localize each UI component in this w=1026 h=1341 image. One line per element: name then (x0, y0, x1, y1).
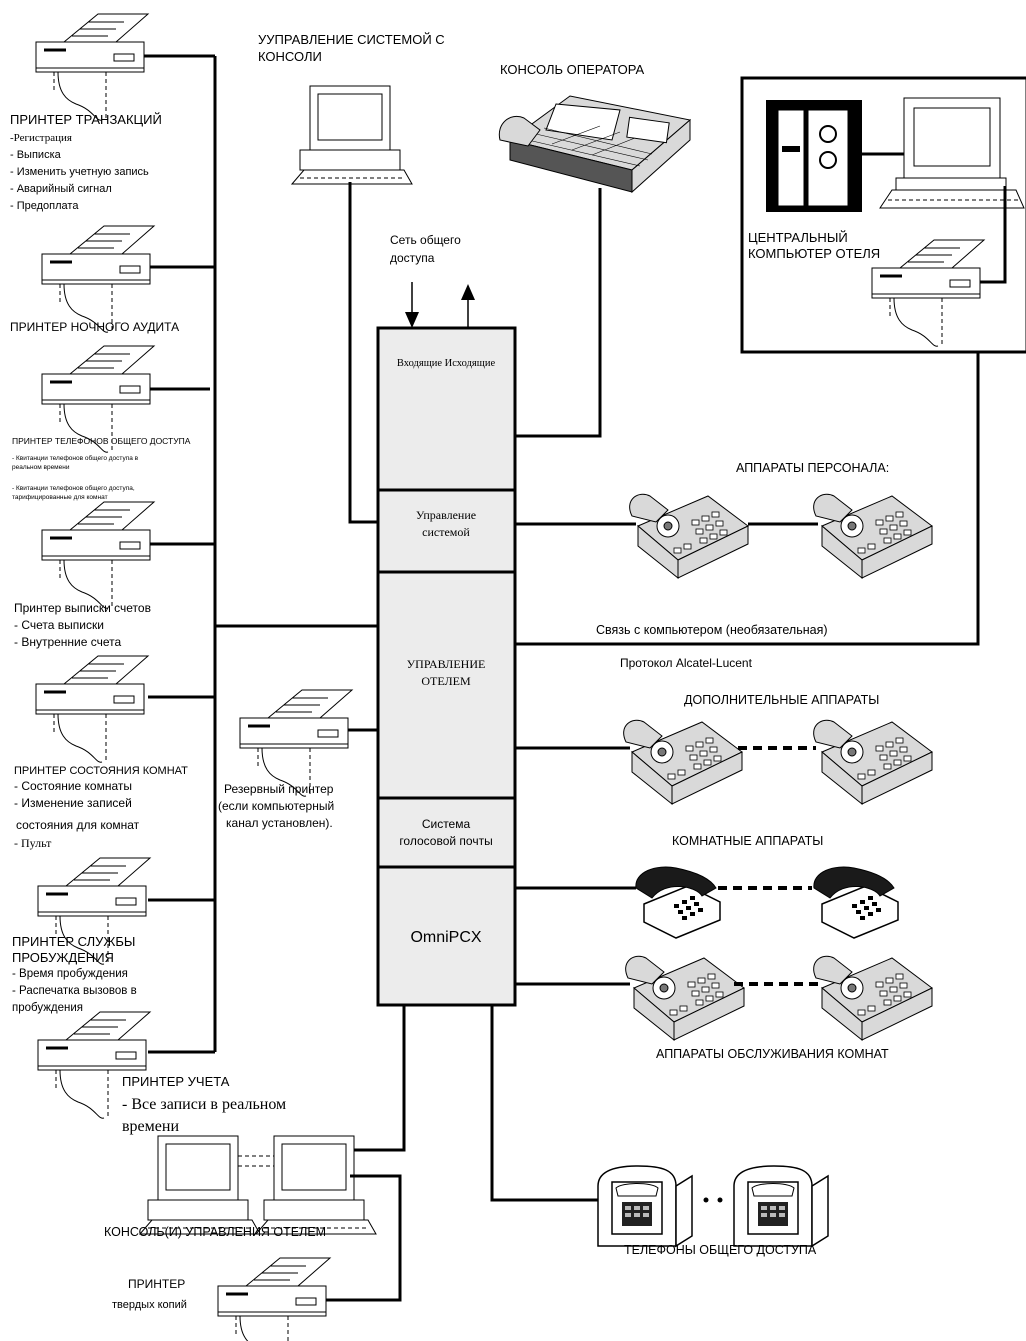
central-computer-pc-icon (879, 97, 1025, 209)
svg-text:канал установлен).: канал установлен). (226, 816, 333, 830)
operator-console-title: КОНСОЛЬ ОПЕРАТОРА (500, 62, 645, 77)
svg-text:тарифицированные для комнат: тарифицированные для комнат (12, 494, 108, 501)
staff-phone-icon-2 (813, 493, 933, 579)
computer-link-label: Связь с компьютером (необязательная) (596, 623, 828, 637)
hotel-consoles-title: КОНСОЛЬ(И) УПРАВЛЕНИЯ ОТЕЛЕМ (104, 1225, 326, 1239)
pbx-hotel-management: УПРАВЛЕНИЕ (407, 657, 486, 671)
svg-text:-Регистрация: -Регистрация (10, 132, 72, 144)
svg-text:- Аварийный сигнал: - Аварийный сигнал (10, 183, 112, 195)
room-service-phone-icon-2 (813, 955, 933, 1041)
room-service-phones-title: АППАРАТЫ ОБСЛУЖИВАНИЯ КОМНАТ (656, 1047, 889, 1061)
extra-phone-icon-1 (623, 719, 743, 805)
billing-printer-title: Принтер выписки счетов (14, 601, 151, 615)
extra-phones-title: ДОПОЛНИТЕЛЬНЫЕ АППАРАТЫ (684, 693, 879, 707)
room-phones-title: КОМНАТНЫЕ АППАРАТЫ (672, 834, 823, 848)
incoming-arrow-icon (405, 282, 419, 328)
room-status-printer-icon (34, 654, 150, 764)
transactions-printer-icon (34, 12, 150, 122)
svg-text:твердых копий: твердых копий (112, 1299, 187, 1311)
staff-phones-title: АППАРАТЫ ПЕРСОНАЛА: (736, 461, 889, 475)
accounting-printer-title: ПРИНТЕР УЧЕТА (122, 1074, 230, 1089)
svg-text:(если компьютерный: (если компьютерный (218, 799, 334, 813)
public-network-label: Сеть общего (390, 233, 461, 247)
svg-text:- Пульт: - Пульт (14, 836, 52, 850)
public-phone-booth-icon-2 (733, 1165, 829, 1247)
public-phone-printer-title: ПРИНТЕР ТЕЛЕФОНОВ ОБЩЕГО ДОСТУПА (12, 436, 191, 446)
public-phone-booth-icon-1 (597, 1165, 693, 1247)
svg-text:пробуждения: пробуждения (12, 1002, 83, 1014)
svg-text:состояния для комнат: состояния для комнат (16, 818, 140, 832)
backup-printer-label: Резервный принтер (224, 782, 334, 796)
svg-text:реальном времени: реальном времени (12, 464, 70, 471)
operator-console-icon (498, 95, 692, 194)
svg-text:- Состояние комнаты: - Состояние комнаты (14, 779, 132, 793)
svg-text:ОТЕЛЕМ: ОТЕЛЕМ (421, 674, 471, 688)
svg-text:КОНСОЛИ: КОНСОЛИ (258, 49, 322, 64)
night-audit-printer-icon (40, 224, 156, 334)
extra-phone-icon-2 (813, 719, 933, 805)
svg-text:доступа: доступа (390, 251, 435, 265)
room-service-phone-icon-1 (625, 955, 745, 1041)
room-phone-icon-2 (813, 866, 899, 939)
control-console-title: УУПРАВЛЕНИЕ СИСТЕМОЙ С (258, 32, 445, 47)
hardcopy-printer-icon (216, 1256, 332, 1341)
pbx-incoming-outgoing: Входящие Исходящие (397, 358, 496, 369)
svg-text:- Квитанции телефонов общего д: - Квитанции телефонов общего доступа, (12, 484, 135, 492)
svg-text:- Время пробуждения: - Время пробуждения (12, 968, 128, 980)
room-phone-icon-1 (635, 866, 721, 939)
wakeup-printer-title: ПРИНТЕР СЛУЖБЫ (12, 934, 135, 949)
svg-text:- Изменение записей: - Изменение записей (14, 796, 132, 810)
pbx-cabinet (376, 326, 517, 1007)
svg-text:- Выписка: - Выписка (10, 149, 62, 161)
svg-text:голосовой почты: голосовой почты (399, 834, 492, 848)
staff-phone-icon-1 (629, 493, 749, 579)
outgoing-arrow-icon (461, 284, 475, 328)
hardcopy-printer-label: ПРИНТЕР (128, 1277, 185, 1291)
computer-link-protocol: Протокол Alcatel-Lucent (620, 656, 753, 670)
pbx-voicemail: Система (422, 817, 471, 831)
billing-printer-icon (40, 500, 156, 610)
svg-text:- Все записи в реальном: - Все записи в реальном (122, 1096, 286, 1113)
svg-text:КОМПЬЮТЕР ОТЕЛЯ: КОМПЬЮТЕР ОТЕЛЯ (748, 246, 880, 261)
pbx-model: OmniPCX (410, 929, 481, 946)
public-phones-title: ТЕЛЕФОНЫ ОБЩЕГО ДОСТУПА (624, 1243, 817, 1257)
pbx-system-management: Управление (416, 508, 476, 522)
svg-text:- Изменить учетную запись: - Изменить учетную запись (10, 166, 149, 178)
svg-text:времени: времени (122, 1118, 179, 1135)
backup-printer-icon (238, 688, 354, 798)
room-status-printer-title: ПРИНТЕР СОСТОЯНИЯ КОМНАТ (14, 765, 188, 777)
svg-text:- Предоплата: - Предоплата (10, 200, 79, 212)
central-computer-label: ЦЕНТРАЛЬНЫЙ (748, 230, 848, 245)
hotel-console-computer-icon-1 (139, 1135, 261, 1235)
transactions-printer-title: ПРИНТЕР ТРАНЗАКЦИЙ (10, 112, 162, 127)
central-server-icon (766, 100, 862, 212)
svg-text:ПРОБУЖДЕНИЯ: ПРОБУЖДЕНИЯ (12, 950, 114, 965)
svg-text:- Счета выписки: - Счета выписки (14, 618, 104, 632)
night-audit-printer-title: ПРИНТЕР НОЧНОГО АУДИТА (10, 320, 179, 334)
svg-text:системой: системой (422, 525, 470, 539)
svg-text:- Распечатка вызовов в: - Распечатка вызовов в (12, 985, 137, 997)
svg-text:- Внутренние счета: - Внутренние счета (14, 635, 122, 649)
control-console-computer-icon (291, 85, 413, 185)
svg-text:- Квитанции телефонов общего д: - Квитанции телефонов общего доступа в (12, 454, 139, 462)
